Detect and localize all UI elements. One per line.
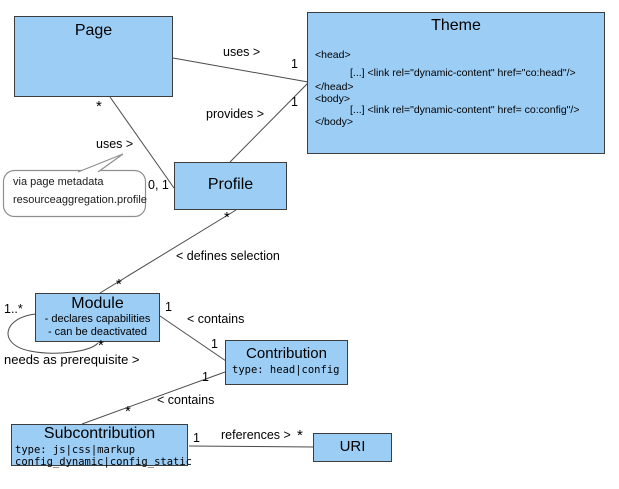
note-line: via page metadata xyxy=(13,176,104,188)
mult-contribution-left-1: 1 xyxy=(211,337,218,351)
class-box-subcontribution: Subcontribution type: js|css|markup conf… xyxy=(11,424,193,468)
theme-code-line: <body> xyxy=(315,93,351,105)
label-contains-subcontribution: < contains xyxy=(157,393,215,407)
class-box-contribution: Contribution type: head|config xyxy=(225,340,348,385)
assoc-subcontribution-uri-line xyxy=(188,445,314,448)
contribution-type-line: type: head|config xyxy=(232,364,340,376)
class-title-profile: Profile xyxy=(207,176,254,193)
note-bubble-tail xyxy=(77,153,124,173)
label-contains-contribution: < contains xyxy=(187,312,245,326)
mult-self-star: * xyxy=(98,337,104,354)
class-box-page: Page xyxy=(14,16,173,97)
label-page-uses-profile: uses > xyxy=(96,137,134,151)
label-profile-provides: provides > xyxy=(206,107,265,121)
mult-profile-star: * xyxy=(224,209,230,226)
class-title-subcontribution: Subcontribution xyxy=(43,425,156,442)
class-box-uri: URI xyxy=(313,433,392,462)
mult-provides-1: 1 xyxy=(291,95,298,109)
label-needs-prerequisite: needs as prerequisite > xyxy=(4,352,140,367)
theme-code-line: </head> xyxy=(315,81,354,93)
assoc-page-theme-line xyxy=(172,57,309,83)
mult-module-right-1: 1 xyxy=(165,300,172,314)
mult-page-star: * xyxy=(96,98,102,115)
mult-module-top-star: * xyxy=(116,276,122,293)
mult-subcontribution-top-star: * xyxy=(125,403,131,420)
label-defines-selection: < defines selection xyxy=(176,249,280,263)
subcontribution-type-line: config_dynamic|config_static xyxy=(15,455,193,468)
mult-contribution-bottom-1: 1 xyxy=(202,370,209,384)
class-title-page: Page xyxy=(74,22,113,39)
mult-self-one-star: 1..* xyxy=(4,302,23,316)
class-box-module: Module - declares capabilities - can be … xyxy=(35,293,160,342)
theme-code-line: [...] <link rel="dynamic-content" href="… xyxy=(350,67,576,79)
label-references: references > xyxy=(221,428,291,442)
mult-profile-zero-one: 0, 1 xyxy=(148,178,169,192)
class-title-uri: URI xyxy=(339,438,366,455)
class-title-module: Module xyxy=(71,295,124,312)
class-title-contribution: Contribution xyxy=(246,345,327,362)
module-attribute: - can be deactivated xyxy=(47,326,148,338)
label-page-uses-theme: uses > xyxy=(223,45,261,59)
mult-subcontribution-right-1: 1 xyxy=(193,431,200,445)
class-title-theme: Theme xyxy=(431,17,481,34)
note-line: resourceaggregation.profile xyxy=(13,194,147,206)
mult-page-theme-1: 1 xyxy=(291,57,298,71)
module-attribute: - declares capabilities xyxy=(44,313,151,325)
theme-code-line: </body> xyxy=(315,116,353,128)
theme-code-line: <head> xyxy=(315,49,351,61)
theme-code-line: [...] <link rel="dynamic-content" href= … xyxy=(350,104,580,116)
subcontribution-type-line: type: js|css|markup xyxy=(15,444,136,456)
class-box-profile: Profile xyxy=(174,162,287,210)
mult-uri-star: * xyxy=(297,427,303,444)
class-box-theme: Theme <head> [...] <link rel="dynamic-co… xyxy=(307,12,605,154)
